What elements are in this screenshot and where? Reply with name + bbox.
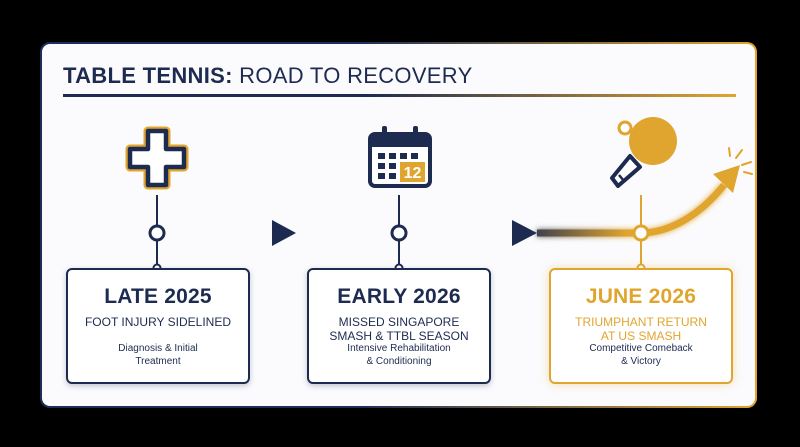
milestone-date: EARLY 2026 <box>337 285 461 308</box>
page-title: TABLE TENNIS: ROAD TO RECOVERY <box>63 63 473 89</box>
milestone-detail-line-2: & Victory <box>621 356 661 367</box>
milestone-detail-line-1: Diagnosis & Initial <box>118 343 198 354</box>
milestone-card-early-2026: EARLY 2026 MISSED SINGAPORE SMASH & TTBL… <box>307 268 491 384</box>
milestone-headline-line-2: SMASH & TTBL SEASON <box>329 329 469 343</box>
milestone-headline: MISSED SINGAPORE SMASH & TTBL SEASON <box>309 315 489 343</box>
milestone-headline-line-1: MISSED SINGAPORE <box>338 315 460 329</box>
milestone-detail-line-2: Treatment <box>135 356 181 367</box>
milestone-headline-line-2: AT US SMASH <box>600 329 682 343</box>
arrow-head-1 <box>272 220 296 246</box>
calendar-icon: 12 <box>368 126 432 188</box>
arrow-head-2 <box>512 220 537 246</box>
milestone-date: LATE 2025 <box>104 285 212 308</box>
milestone-detail: Intensive Rehabilitation & Conditioning <box>309 342 489 368</box>
ping-pong-paddle-icon <box>610 117 677 188</box>
milestone-detail: Competitive Comeback & Victory <box>551 342 731 368</box>
title-bold: TABLE TENNIS: <box>63 63 233 88</box>
milestone-detail-line-2: & Conditioning <box>366 356 432 367</box>
title-rest: ROAD TO RECOVERY <box>232 63 473 88</box>
milestone-detail-line-1: Competitive Comeback <box>589 343 693 354</box>
milestone-headline: TRIUMPHANT RETURN AT US SMASH <box>551 315 731 343</box>
milestone-date: JUNE 2026 <box>585 285 697 308</box>
node-3 <box>632 195 650 273</box>
node-2 <box>390 195 408 273</box>
ball-icon <box>617 120 633 136</box>
milestone-card-late-2025: LATE 2025 FOOT INJURY SIDELINED Diagnosi… <box>66 268 250 384</box>
calendar-day: 12 <box>404 165 422 182</box>
medical-cross-icon <box>125 126 189 190</box>
node-1 <box>148 195 166 273</box>
milestone-headline: FOOT INJURY SIDELINED <box>84 315 232 329</box>
arrow-head-3 <box>713 165 740 193</box>
title-divider <box>63 94 736 97</box>
milestone-card-june-2026: JUNE 2026 TRIUMPHANT RETURN AT US SMASH … <box>549 268 733 384</box>
milestone-detail-line-1: Intensive Rehabilitation <box>347 343 451 354</box>
sparkle-icon <box>728 147 753 175</box>
milestone-headline-line-1: TRIUMPHANT RETURN <box>575 315 707 329</box>
milestone-detail: Diagnosis & Initial Treatment <box>68 342 248 368</box>
